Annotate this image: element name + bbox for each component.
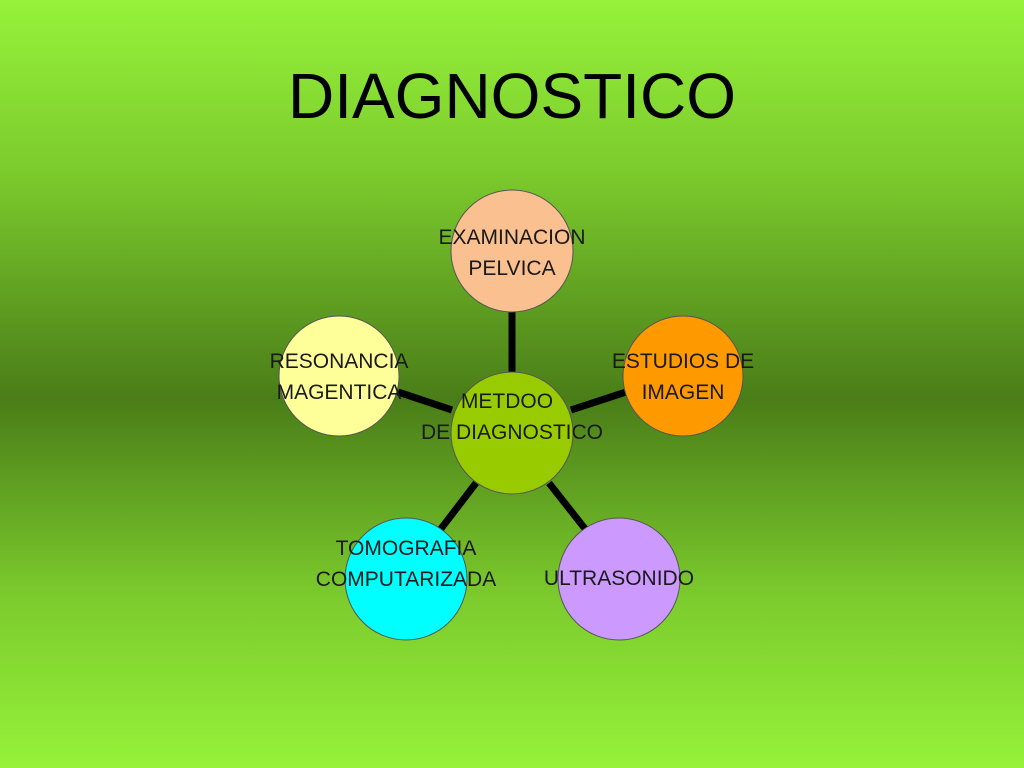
examinacion-label-line1: EXAMINACION (438, 226, 586, 249)
connector-estudios (569, 388, 628, 414)
node-examinacion-label: EXAMINACION PELVICA (438, 222, 585, 284)
node-tomografia-circle (344, 517, 468, 641)
resonancia-label-line1: RESONANCIA (269, 350, 409, 373)
examinacion-label-line2: PELVICA (468, 257, 556, 280)
center-label-line2: DE DIAGNOSTICO (420, 421, 604, 444)
node-examinacion-circle (450, 189, 574, 313)
slide-title: DIAGNOSTICO (287, 60, 737, 132)
resonancia-label-line2: MAGENTICA (276, 381, 402, 404)
connector-tomografia (437, 480, 479, 533)
tomografia-label-line1: TOMOGRAFIA (335, 537, 477, 560)
node-estudios-circle (622, 315, 744, 437)
node-estudios-label: ESTUDIOS DE IMAGEN (612, 346, 754, 408)
node-resonancia-circle (278, 315, 400, 437)
node-resonancia-label: RESONANCIA MAGENTICA (270, 346, 409, 408)
node-tomografia-label: TOMOGRAFIA COMPUTARIZADA (316, 533, 496, 595)
connector-resonancia (396, 388, 454, 414)
estudios-label-line1: ESTUDIOS DE (611, 350, 755, 373)
connector-ultrasonido (546, 480, 589, 533)
center-node-label: METDOO DE DIAGNOSTICO (421, 386, 603, 448)
center-label-line1: METDOO (460, 390, 554, 413)
tomografia-label-line2: COMPUTARIZADA (315, 568, 497, 591)
ultrasonido-label-line1: ULTRASONIDO (543, 567, 695, 590)
node-ultrasonido-circle (557, 517, 681, 641)
node-ultrasonido-label: ULTRASONIDO (544, 563, 694, 594)
estudios-label-line2: IMAGEN (641, 381, 725, 404)
center-node-circle (450, 371, 574, 495)
